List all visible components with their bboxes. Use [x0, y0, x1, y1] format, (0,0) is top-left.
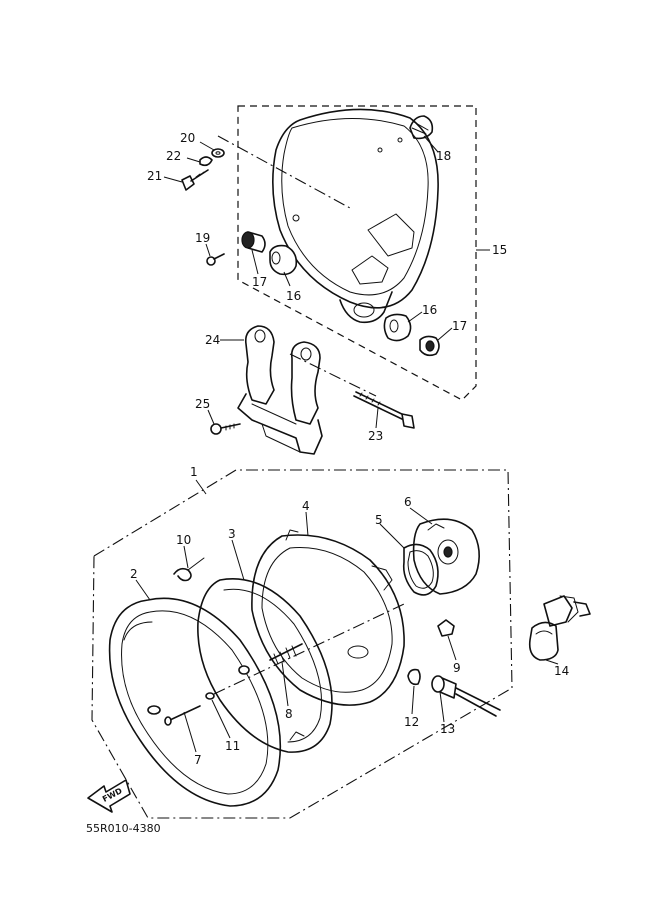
headlight-housing [272, 108, 439, 324]
group-box-1 [91, 469, 513, 819]
socket-ring-5 [402, 543, 439, 596]
callout-1: 1 [190, 465, 198, 479]
callout-16-left: 16 [286, 289, 301, 303]
callout-10: 10 [176, 533, 191, 547]
group-box-15 [237, 105, 477, 401]
callout-6: 6 [404, 495, 412, 509]
callout-13: 13 [440, 722, 455, 736]
leader-1 [195, 479, 207, 495]
callout-leaders [135, 135, 559, 753]
callout-20: 20 [180, 131, 195, 145]
screw-25 [210, 423, 241, 435]
callout-16-right: 16 [422, 303, 437, 317]
lock-washer-22 [199, 156, 213, 167]
forward-arrow: FWD [87, 779, 131, 813]
bulb-12 [407, 668, 421, 686]
bolt-21 [181, 169, 209, 191]
callout-8: 8 [285, 707, 293, 721]
callout-25: 25 [195, 397, 210, 411]
bulb-cover-6 [412, 518, 480, 595]
axis-line-upper [217, 135, 351, 209]
callout-14: 14 [554, 664, 569, 678]
lens-unit-4 [251, 529, 405, 741]
bushing-17-left [241, 231, 266, 253]
callout-11: 11 [225, 739, 240, 753]
rubber-cap-18 [409, 115, 434, 140]
callout-7: 7 [194, 753, 202, 767]
sealing-ring-3 [197, 578, 333, 753]
spring-clip-10 [173, 557, 205, 582]
callout-2: 2 [130, 567, 138, 581]
callout-3: 3 [228, 527, 236, 541]
callout-labels: 1 2 3 4 5 6 7 8 9 10 11 12 13 14 15 16 1… [130, 131, 569, 767]
callout-9: 9 [453, 661, 461, 675]
axis-line-bracket [289, 353, 377, 397]
screw-19 [206, 253, 225, 266]
headlight-unit-assembly [91, 469, 591, 819]
callout-19: 19 [195, 231, 210, 245]
grommet-16-right [383, 313, 412, 342]
socket-13 [431, 675, 501, 717]
callout-18: 18 [436, 149, 451, 163]
bolt-23 [353, 391, 415, 429]
bulb-14 [528, 595, 591, 661]
callout-4: 4 [302, 499, 310, 513]
rim-2 [108, 597, 282, 807]
callout-17-left: 17 [252, 275, 267, 289]
grommet-16-left [269, 244, 298, 276]
housing-assembly [181, 105, 490, 455]
callout-24: 24 [205, 333, 220, 347]
callout-15: 15 [492, 243, 507, 257]
bracket-24 [237, 325, 323, 455]
callout-17-right: 17 [452, 319, 467, 333]
spring-8 [269, 643, 303, 665]
callout-5: 5 [375, 513, 383, 527]
washer-20 [211, 148, 225, 158]
adjust-screw-7 [164, 705, 201, 726]
clip-9 [437, 619, 455, 637]
bushing-17-right [419, 335, 440, 357]
callout-22: 22 [166, 149, 181, 163]
callout-21: 21 [147, 169, 162, 183]
diagram-code: 55R010-4380 [86, 822, 161, 835]
nut-11 [205, 692, 215, 700]
callout-23: 23 [368, 429, 383, 443]
callout-12: 12 [404, 715, 419, 729]
axis-line-lower [213, 603, 405, 695]
